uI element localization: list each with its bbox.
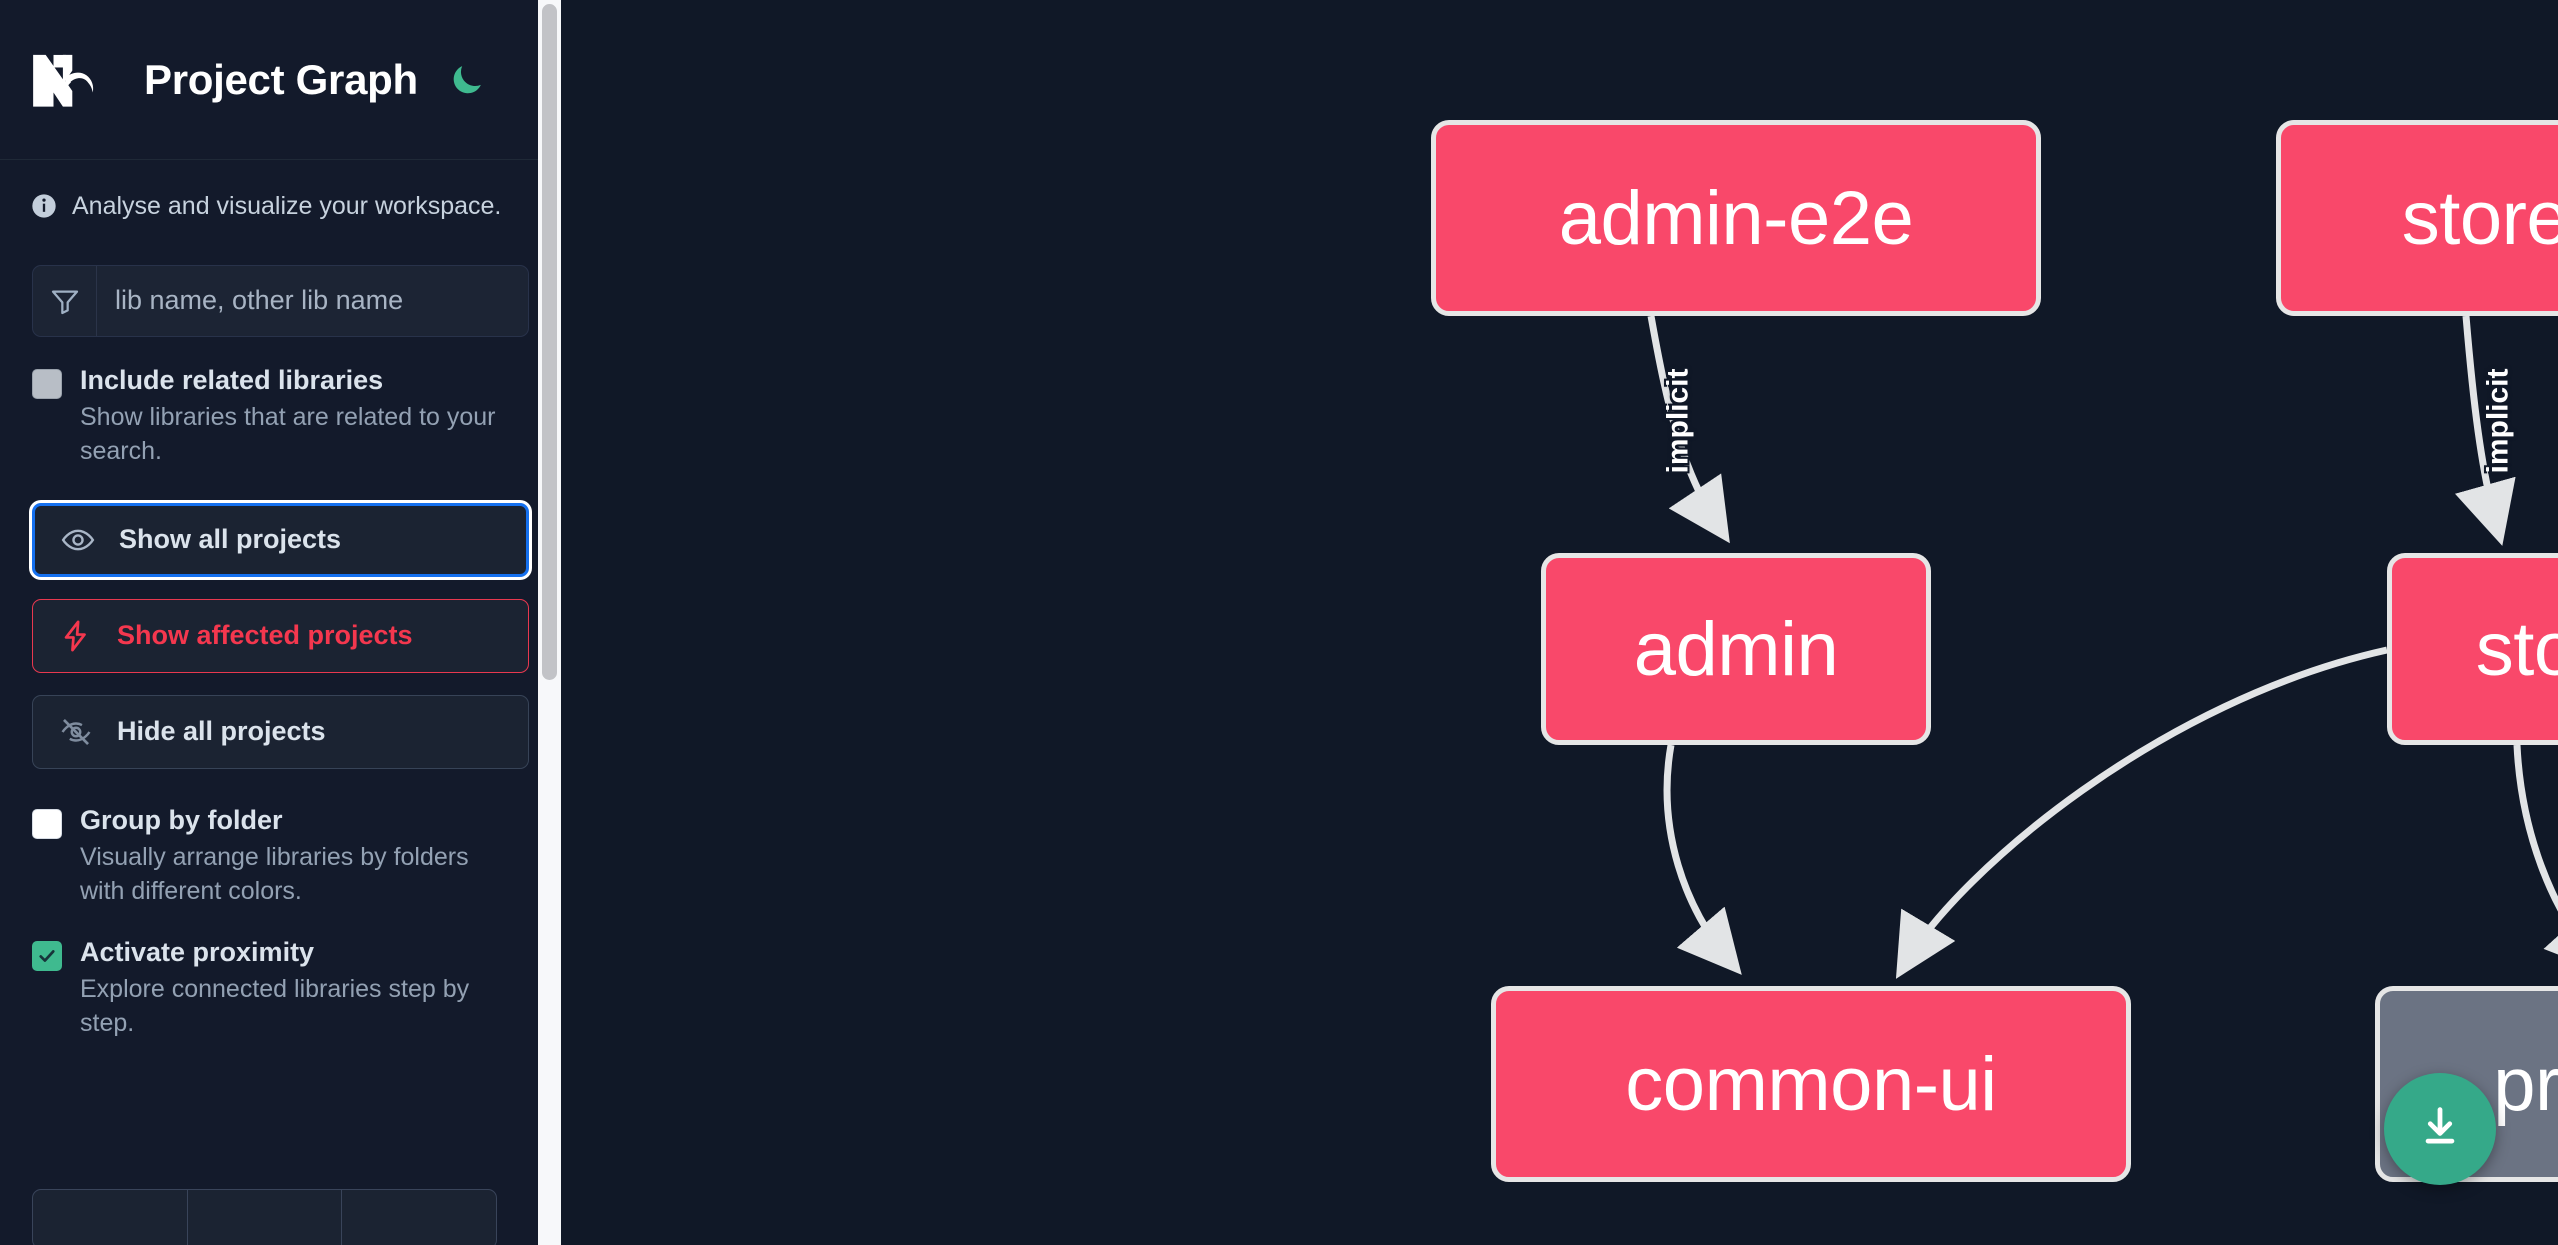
eye-icon <box>61 522 97 558</box>
show-all-projects-label: Show all projects <box>119 524 342 555</box>
workspace-info: Analyse and visualize your workspace. <box>0 160 561 223</box>
graph-node-store[interactable]: store <box>2387 553 2558 745</box>
proximity-segmented-control[interactable] <box>32 1189 497 1245</box>
show-affected-projects-button[interactable]: Show affected projects <box>32 598 529 673</box>
search-field[interactable] <box>32 264 529 337</box>
graph-node-store-e2e[interactable]: store-e2e <box>2276 120 2558 316</box>
page-title: Project Graph <box>144 55 418 103</box>
eye-off-icon <box>59 714 95 750</box>
graph-edges <box>1647 315 2558 979</box>
lightning-bolt-icon <box>59 618 95 654</box>
option-include-related-libraries[interactable]: Include related libraries Show libraries… <box>0 337 561 469</box>
search-input[interactable] <box>97 265 528 336</box>
sidebar: Project Graph Analyse and visualize your… <box>0 0 561 1245</box>
edge-admin-common-ui <box>1663 744 1742 975</box>
activate-proximity-checkbox[interactable] <box>32 940 62 971</box>
group-by-folder-description: Visually arrange libraries by folders wi… <box>80 842 469 906</box>
group-by-folder-checkbox[interactable] <box>32 808 62 839</box>
sidebar-scrollbar[interactable] <box>538 0 561 1245</box>
moon-icon[interactable] <box>444 57 490 103</box>
option-group-by-folder[interactable]: Group by folder Visually arrange librari… <box>0 769 561 909</box>
proximity-segment-1[interactable] <box>33 1190 188 1245</box>
nx-logo-icon <box>30 49 124 111</box>
activate-proximity-label: Activate proximity <box>80 936 315 967</box>
visibility-buttons: Show all projects Show affected projects <box>0 469 561 769</box>
include-related-libraries-label: Include related libraries <box>80 364 384 395</box>
edge-admin-e2e-admin <box>1647 315 1730 544</box>
option-activate-proximity[interactable]: Activate proximity Explore connected lib… <box>0 909 561 1041</box>
filter-funnel-icon <box>33 265 97 336</box>
info-circle-icon <box>30 192 58 220</box>
graph-node-admin-e2e[interactable]: admin-e2e <box>1431 120 2041 316</box>
edge-store-products <box>2513 744 2558 975</box>
proximity-segment-3[interactable] <box>342 1190 496 1245</box>
hide-all-projects-button[interactable]: Hide all projects <box>32 694 529 769</box>
sidebar-header: Project Graph <box>0 0 561 160</box>
download-icon <box>2414 1101 2466 1158</box>
include-related-libraries-checkbox[interactable] <box>32 368 62 399</box>
graph-node-admin[interactable]: admin <box>1541 553 1931 745</box>
group-by-folder-label: Group by folder <box>80 804 283 835</box>
proximity-segment-2[interactable] <box>188 1190 343 1245</box>
sidebar-scrollbar-thumb[interactable] <box>542 4 557 680</box>
hide-all-projects-label: Hide all projects <box>117 716 326 747</box>
edge-store-e2e-store <box>2454 315 2516 546</box>
activate-proximity-description: Explore connected libraries step by step… <box>80 974 470 1038</box>
edge-store-common-ui <box>1895 646 2388 979</box>
show-affected-projects-label: Show affected projects <box>117 620 413 651</box>
download-graph-button[interactable] <box>2384 1073 2496 1185</box>
include-related-libraries-description: Show libraries that are related to your … <box>80 402 496 466</box>
graph-canvas[interactable]: implicit implicit admin-e2e store-e2e ad… <box>561 0 2558 1245</box>
workspace-info-text: Analyse and visualize your workspace. <box>72 192 502 220</box>
graph-node-common-ui[interactable]: common-ui <box>1491 986 2131 1182</box>
show-all-projects-button[interactable]: Show all projects <box>32 502 529 577</box>
